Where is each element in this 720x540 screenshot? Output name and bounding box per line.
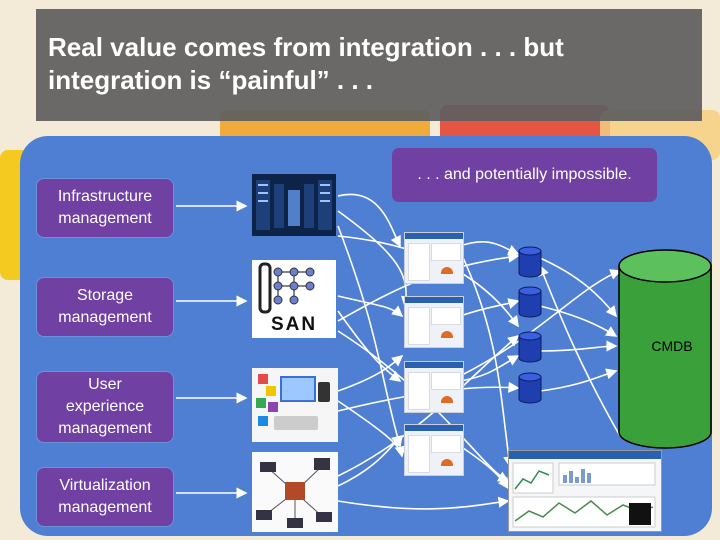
title-line-2: integration is “painful” . . . (48, 65, 374, 95)
cmdb-label: CMDB (651, 338, 693, 354)
database-icon (518, 331, 542, 363)
title-bar: Real value comes from integration . . . … (36, 9, 702, 121)
database-icon (518, 372, 542, 404)
dashboard-thumbnail (404, 424, 464, 476)
san-image: SAN (252, 260, 336, 338)
network-diagram-image (252, 452, 338, 532)
storage-management-box: Storage management (37, 278, 173, 336)
title-line-1: Real value comes from integration . . . … (48, 32, 564, 62)
cmdb-database-icon (618, 249, 712, 449)
callout-impossible: . . . and potentially impossible. (392, 148, 657, 202)
box-label: Virtualization (59, 477, 151, 494)
user-experience-image (252, 368, 338, 442)
user-experience-management-box: User experience management (37, 372, 173, 442)
box-label: Storage (76, 287, 134, 304)
server-room-image (252, 174, 336, 236)
box-label: management (58, 420, 152, 437)
diagram-panel: . . . and potentially impossible. Infras… (20, 136, 712, 536)
database-icon (518, 286, 542, 318)
dashboard-thumbnail (404, 361, 464, 413)
box-label: User (88, 376, 122, 393)
connector-arrows (176, 193, 661, 510)
box-label: management (58, 499, 152, 516)
box-label: management (58, 309, 152, 326)
san-label: SAN (270, 314, 318, 335)
dashboard-screenshot-image (508, 450, 662, 532)
database-icon (518, 246, 542, 278)
box-label: management (58, 210, 152, 227)
dashboard-thumbnail (404, 296, 464, 348)
dashboard-thumbnail (404, 232, 464, 284)
slide-title: Real value comes from integration . . . … (48, 31, 696, 97)
box-label: experience (65, 398, 145, 415)
infrastructure-management-box: Infrastructure management (37, 179, 173, 237)
box-label: Infrastructure (57, 188, 153, 205)
virtualization-management-box: Virtualization management (37, 468, 173, 526)
